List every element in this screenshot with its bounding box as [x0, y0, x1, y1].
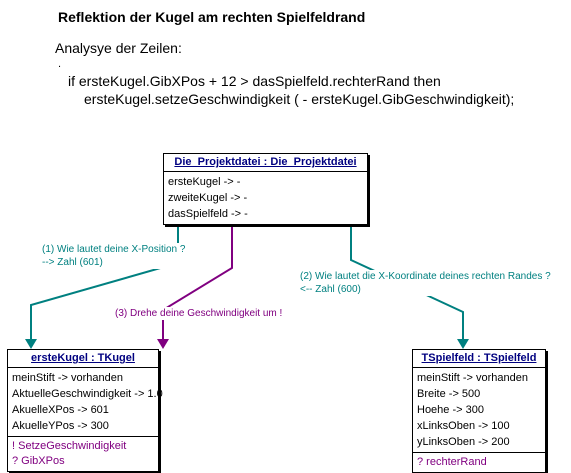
attribute-row: AktuelleGeschwindigkeit -> 1.0: [12, 388, 163, 400]
attribute-row: ersteKugel -> -: [168, 176, 241, 188]
attribute-row: AkuelleXPos -> 601: [12, 404, 109, 416]
message-2-line-2: <-- Zahl (600): [300, 284, 361, 295]
attribute-list: meinStift -> vorhanden Breite -> 500 Hoe…: [413, 368, 545, 452]
message-1-label: (1) Wie lautet deine X-Position ? --> Za…: [42, 243, 186, 269]
message-3-arrowhead: [157, 339, 169, 349]
attribute-row: meinStift -> vorhanden: [417, 372, 528, 384]
object-spielfeld[interactable]: TSpielfeld : TSpielfeld meinStift -> vor…: [412, 349, 546, 473]
attribute-row: AkuelleYPos -> 300: [12, 420, 109, 432]
attribute-row: dasSpielfeld -> -: [168, 208, 248, 220]
message-1-arrowhead: [25, 339, 37, 349]
code-line-1: if ersteKugel.GibXPos + 12 > dasSpielfel…: [68, 73, 441, 89]
page-title: Reflektion der Kugel am rechten Spielfel…: [58, 9, 366, 25]
object-header: ersteKugel : TKugel: [8, 350, 158, 368]
attribute-row: xLinksOben -> 100: [417, 420, 510, 432]
message-3-label: (3) Drehe deine Geschwindigkeit um !: [115, 307, 283, 320]
subtitle: Analysye der Zeilen:: [55, 40, 182, 56]
object-header: Die_Projektdatei : Die_Projektdatei: [164, 154, 367, 172]
attribute-row: Hoehe -> 300: [417, 404, 484, 416]
attribute-row: meinStift -> vorhanden: [12, 372, 123, 384]
attribute-row: Breite -> 500: [417, 388, 481, 400]
attribute-row: zweiteKugel -> -: [168, 192, 248, 204]
message-2-arrowhead: [457, 339, 469, 349]
method-list: ? rechterRand: [413, 452, 545, 472]
message-2-label: (2) Wie lautet die X-Koordinate deines r…: [300, 270, 551, 296]
method-row: ? rechterRand: [417, 456, 487, 468]
object-erste-kugel[interactable]: ersteKugel : TKugel meinStift -> vorhand…: [7, 349, 163, 472]
message-1-line-1: (1) Wie lautet deine X-Position ?: [42, 244, 186, 255]
attribute-row: yLinksOben -> 200: [417, 436, 510, 448]
method-list: ! SetzeGeschwindigkeit ? GibXPos: [8, 436, 158, 471]
attribute-list: meinStift -> vorhanden AktuelleGeschwind…: [8, 368, 163, 436]
code-line-2: ersteKugel.setzeGeschwindigkeit ( - erst…: [84, 91, 515, 107]
dot-mark: .: [58, 58, 62, 70]
message-3-arrow: [162, 226, 233, 341]
message-3-line-1: (3) Drehe deine Geschwindigkeit um !: [115, 308, 283, 319]
message-2-line-1: (2) Wie lautet die X-Koordinate deines r…: [300, 271, 551, 282]
message-1-line-2: --> Zahl (601): [42, 257, 103, 268]
method-row: ! SetzeGeschwindigkeit: [12, 440, 127, 452]
object-header: TSpielfeld : TSpielfeld: [413, 350, 545, 368]
object-projektdatei[interactable]: Die_Projektdatei : Die_Projektdatei erst…: [163, 153, 368, 225]
method-row: ? GibXPos: [12, 455, 65, 467]
attribute-list: ersteKugel -> - zweiteKugel -> - dasSpie…: [164, 172, 367, 224]
